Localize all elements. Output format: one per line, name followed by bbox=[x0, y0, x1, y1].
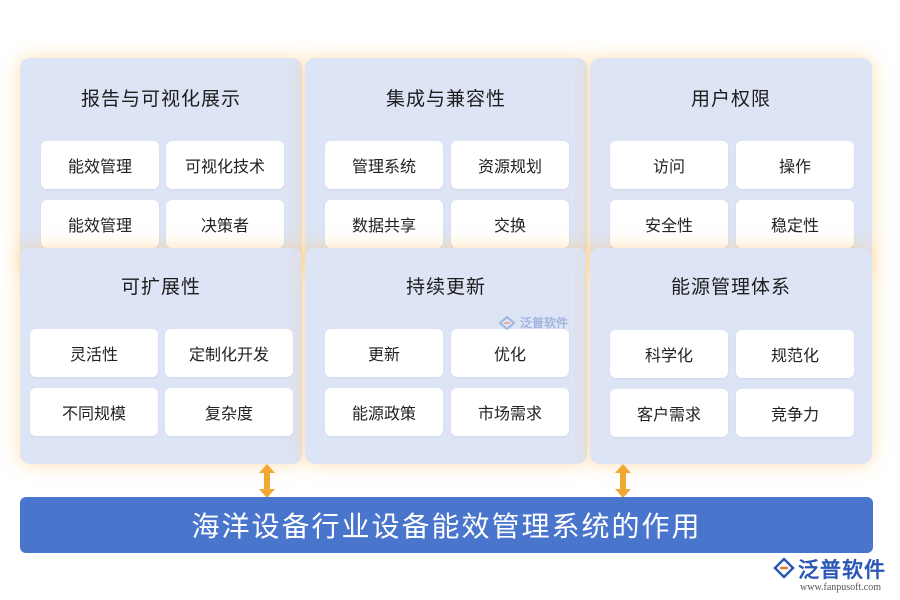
item-operation: 操作 bbox=[736, 141, 854, 189]
fanpu-logo-icon bbox=[498, 315, 516, 330]
logo-url: www.fanpusoft.com bbox=[800, 582, 882, 593]
panel-energy-management-system: 能源管理体系 科学化 规范化 客户需求 竞争力 bbox=[590, 248, 872, 464]
watermark: 泛普软件 bbox=[498, 314, 568, 331]
panel-user-permissions: 用户权限 访问 操作 安全性 稳定性 bbox=[590, 58, 872, 272]
fanpu-logo-icon bbox=[773, 557, 795, 579]
item-decision-maker: 决策者 bbox=[166, 200, 284, 248]
item-custom-development: 定制化开发 bbox=[165, 329, 293, 377]
panel-title: 可扩展性 bbox=[120, 276, 201, 298]
item-optimization: 优化 bbox=[451, 329, 569, 377]
item-complexity: 复杂度 bbox=[165, 388, 293, 436]
item-customer-demand: 客户需求 bbox=[610, 389, 728, 437]
double-arrow-icon bbox=[615, 464, 631, 498]
item-standardized: 规范化 bbox=[736, 330, 854, 378]
double-arrow-icon bbox=[259, 464, 275, 498]
item-security: 安全性 bbox=[610, 200, 728, 248]
item-competitiveness: 竞争力 bbox=[736, 389, 854, 437]
panel-integration-compatibility: 集成与兼容性 管理系统 资源规划 数据共享 交换 bbox=[305, 58, 587, 272]
item-energy-policy: 能源政策 bbox=[325, 388, 443, 436]
item-energy-management-2: 能效管理 bbox=[41, 200, 159, 248]
item-update: 更新 bbox=[325, 329, 443, 377]
item-resource-planning: 资源规划 bbox=[451, 141, 569, 189]
item-visualization-tech: 可视化技术 bbox=[166, 141, 284, 189]
panel-continuous-update: 持续更新 更新 优化 能源政策 市场需求 bbox=[305, 248, 587, 464]
panel-title: 持续更新 bbox=[405, 276, 486, 298]
panel-title: 用户权限 bbox=[690, 88, 771, 110]
item-data-sharing: 数据共享 bbox=[325, 200, 443, 248]
panel-title: 能源管理体系 bbox=[670, 276, 791, 298]
item-different-scale: 不同规模 bbox=[30, 388, 158, 436]
panel-title: 报告与可视化展示 bbox=[80, 88, 241, 110]
item-stability: 稳定性 bbox=[736, 200, 854, 248]
item-access: 访问 bbox=[610, 141, 728, 189]
item-energy-management: 能效管理 bbox=[41, 141, 159, 189]
logo-name: 泛普软件 bbox=[798, 558, 886, 582]
item-exchange: 交换 bbox=[451, 200, 569, 248]
panel-scalability: 可扩展性 灵活性 定制化开发 不同规模 复杂度 bbox=[20, 248, 302, 464]
item-scientific: 科学化 bbox=[610, 330, 728, 378]
fanpu-logo: 泛普软件 www.fanpusoft.com bbox=[772, 554, 896, 598]
item-management-system: 管理系统 bbox=[325, 141, 443, 189]
panel-title: 集成与兼容性 bbox=[385, 88, 506, 110]
item-flexibility: 灵活性 bbox=[30, 329, 158, 377]
main-banner: 海洋设备行业设备能效管理系统的作用 bbox=[20, 497, 873, 553]
item-market-demand: 市场需求 bbox=[451, 388, 569, 436]
watermark-text: 泛普软件 bbox=[520, 316, 569, 330]
panel-report-visualization: 报告与可视化展示 能效管理 可视化技术 能效管理 决策者 bbox=[20, 58, 302, 272]
